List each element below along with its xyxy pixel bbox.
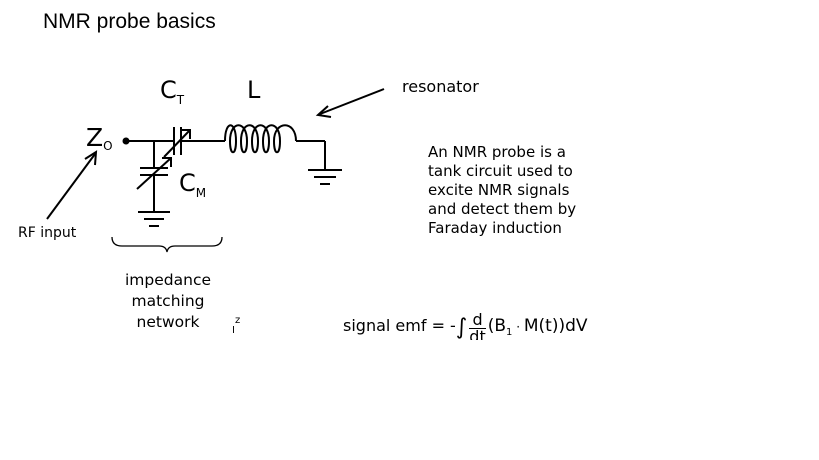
equation-rest: (t))dV <box>538 316 588 336</box>
b-subscript: 1 <box>506 327 513 338</box>
ct-label: CT <box>160 76 185 107</box>
rf-input-arrow <box>46 153 96 220</box>
frac-num: d <box>469 312 486 329</box>
l-label: L <box>247 76 261 104</box>
resonator-arrow <box>319 88 385 115</box>
dot-operator: · <box>512 320 524 334</box>
inductor-coil <box>224 124 297 154</box>
cm-label: CM <box>179 169 207 200</box>
network-line: network <box>136 313 200 331</box>
rf-input-label: RF input <box>18 225 77 241</box>
zo-label: ZO <box>86 123 113 153</box>
rf-arrow-head <box>84 150 98 166</box>
description-line: An NMR probe is a <box>428 143 566 161</box>
cm-variable-arrow <box>136 157 172 190</box>
resonator-arrow-head <box>315 105 332 118</box>
description-line: excite NMR signals <box>428 181 570 199</box>
impedance-matching-label: impedance matching network <box>108 270 228 333</box>
matching-line: matching <box>131 292 205 310</box>
equation-lhs: signal emf = - <box>343 316 456 335</box>
ct-arrow-head <box>181 129 191 139</box>
description-line: tank circuit used to <box>428 162 573 180</box>
equation-b: (B <box>487 316 507 336</box>
impedance-line: impedance <box>125 271 211 289</box>
matching-brace <box>111 236 223 253</box>
resonator-label: resonator <box>402 77 479 96</box>
stray-i: I <box>232 325 235 336</box>
description-line: Faraday induction <box>428 219 562 237</box>
integral-sign: ∫ <box>455 315 468 340</box>
ct-variable-arrow <box>163 129 191 158</box>
equation-m: M <box>523 316 539 336</box>
stray-z: z <box>235 315 241 326</box>
description-line: and detect them by <box>428 200 577 218</box>
cm-arrow-head <box>162 157 172 167</box>
description-block: An NMR probe is a tank circuit used to e… <box>428 143 576 238</box>
frac-den: dt <box>469 327 486 341</box>
slide-title: NMR probe basics <box>43 10 216 33</box>
